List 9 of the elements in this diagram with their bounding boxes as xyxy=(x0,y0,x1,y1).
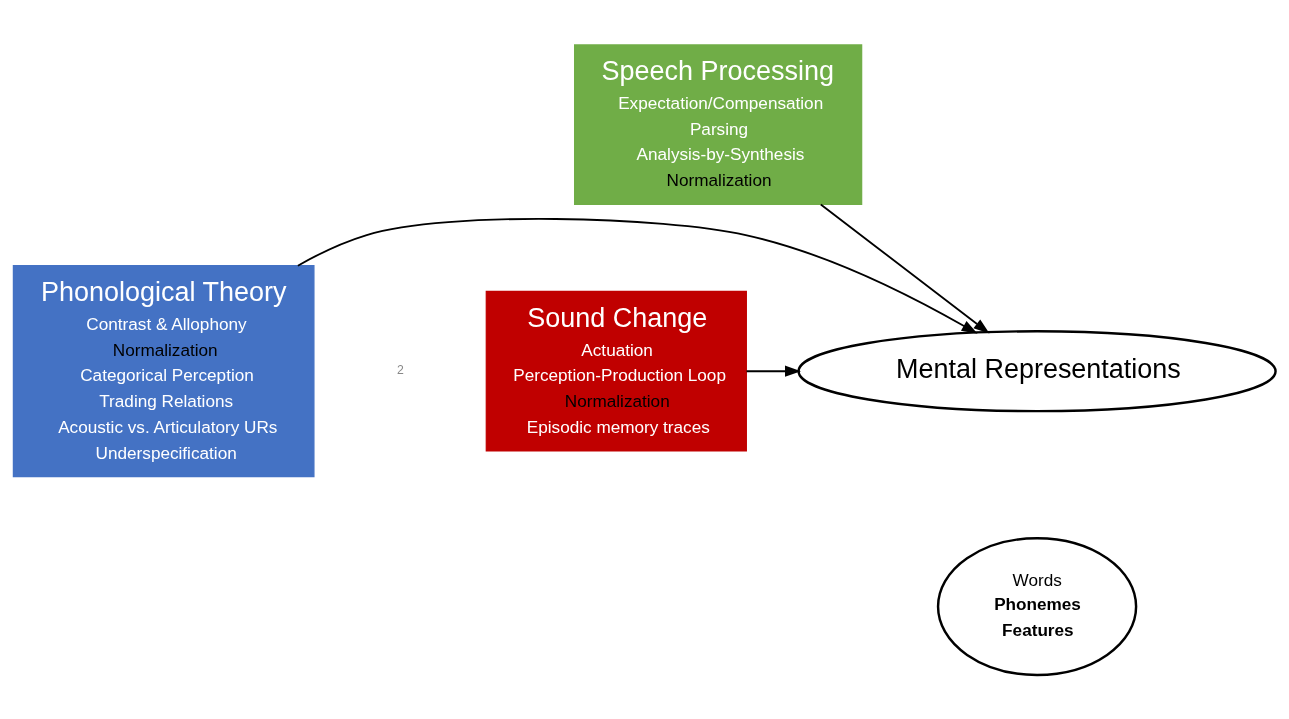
node-box: Sound Change Actuation Perception-Production Loop Normalization Episodic memory traces xyxy=(485,290,747,452)
node-box: Phonological Theory Contrast & Allophony Normalization Categorical Perception Trading Relations Acoustic vs. Articulatory URs Underspecification xyxy=(12,264,315,477)
arrow xyxy=(819,203,990,334)
node-ellipse: Words Phonemes Features xyxy=(936,536,1138,676)
node-box: Speech Processing Expectation/Compensation Parsing Analysis-by-Synthesis Normalization xyxy=(574,43,863,205)
arrow xyxy=(745,365,801,377)
label: 2 xyxy=(397,362,404,377)
node-ellipse: Mental Representations xyxy=(797,329,1277,412)
arrow xyxy=(296,217,978,334)
